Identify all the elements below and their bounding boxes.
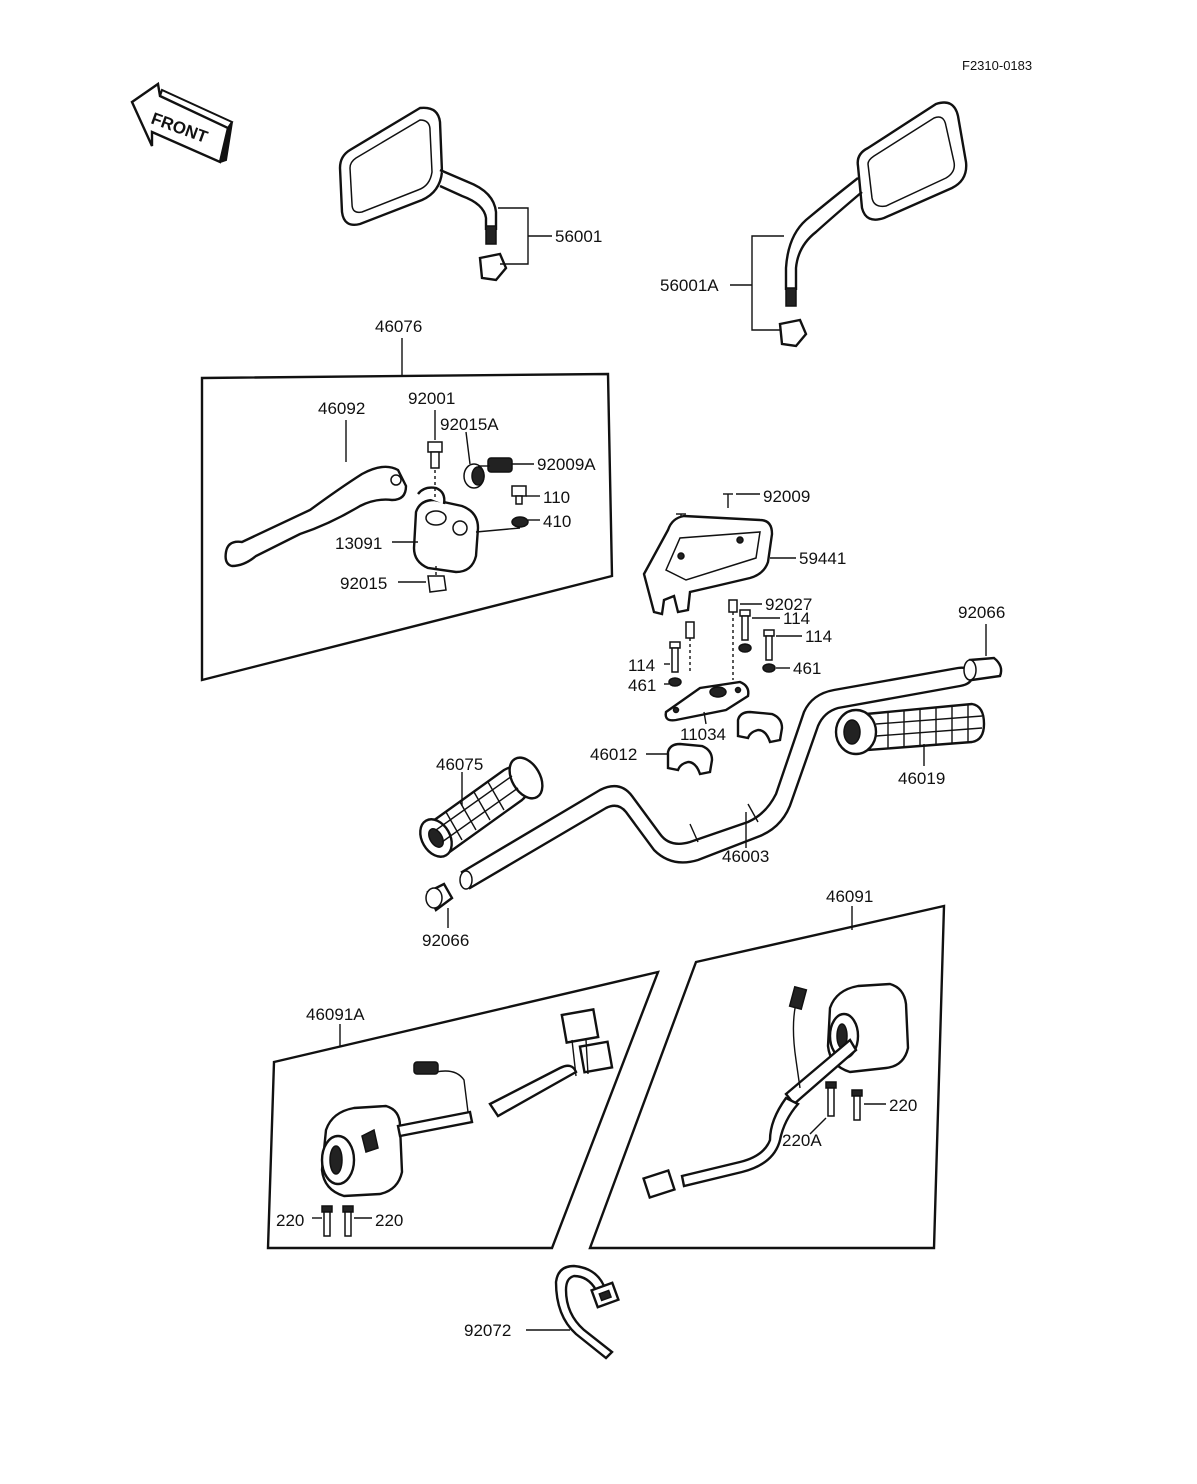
left-grip bbox=[419, 756, 544, 858]
screws-220-left bbox=[321, 1205, 354, 1237]
label-92009: 92009 bbox=[763, 487, 810, 506]
right-mirror bbox=[778, 101, 968, 348]
cover-bracket-11034 bbox=[664, 680, 750, 722]
label-92009A: 92009A bbox=[537, 455, 596, 474]
label-46012: 46012 bbox=[590, 745, 637, 764]
label-114-b: 114 bbox=[805, 627, 832, 646]
bar-end-right bbox=[963, 656, 1003, 682]
lever-bracket bbox=[412, 486, 480, 574]
bar-end-left bbox=[425, 882, 454, 912]
clutch-lever bbox=[224, 465, 408, 568]
label-56001: 56001 bbox=[555, 227, 602, 246]
label-92027: 92027 bbox=[765, 595, 812, 614]
handlebar-holders bbox=[666, 710, 784, 776]
label-13091: 13091 bbox=[335, 534, 382, 553]
washer-410 bbox=[475, 516, 529, 533]
diagram-code: F2310-0183 bbox=[962, 58, 1032, 73]
left-mirror bbox=[338, 106, 508, 282]
label-220-a: 220 bbox=[276, 1211, 304, 1230]
label-46092: 46092 bbox=[318, 399, 365, 418]
label-46075: 46075 bbox=[436, 755, 483, 774]
label-461-a: 461 bbox=[628, 676, 656, 695]
label-92015: 92015 bbox=[340, 574, 387, 593]
bolt-92001 bbox=[427, 441, 443, 500]
label-59441: 59441 bbox=[799, 549, 846, 568]
cable-adjuster-92009A bbox=[478, 457, 513, 473]
nut-92015 bbox=[427, 566, 447, 593]
screws-220-right bbox=[825, 1081, 863, 1121]
label-220-c: 220 bbox=[889, 1096, 917, 1115]
label-56001A: 56001A bbox=[660, 276, 719, 295]
adjuster-nut-92015A bbox=[463, 463, 485, 489]
clutch-lever-assembly-frame bbox=[200, 372, 614, 682]
label-220A: 220A bbox=[782, 1131, 822, 1150]
leader-56001 bbox=[498, 207, 552, 265]
label-11034: 11034 bbox=[680, 725, 726, 744]
label-114-c: 114 bbox=[628, 656, 655, 675]
cable-strap bbox=[554, 1264, 620, 1360]
pin-92027 bbox=[685, 599, 738, 680]
label-461-b: 461 bbox=[793, 659, 821, 678]
right-grip bbox=[834, 702, 986, 756]
leader-56001A bbox=[730, 235, 784, 331]
label-114-a: 114 bbox=[783, 609, 810, 628]
label-92072: 92072 bbox=[464, 1321, 511, 1340]
leader-11034 bbox=[703, 711, 707, 725]
label-46076: 46076 bbox=[375, 317, 422, 336]
label-46019: 46019 bbox=[898, 769, 945, 788]
label-46091A: 46091A bbox=[306, 1005, 365, 1024]
leader-92015A bbox=[465, 431, 471, 465]
label-92015A: 92015A bbox=[440, 415, 499, 434]
label-410: 410 bbox=[543, 512, 571, 531]
label-92066-b: 92066 bbox=[422, 931, 469, 950]
handlebar-cover bbox=[642, 514, 774, 616]
label-110: 110 bbox=[543, 488, 570, 507]
left-handlebar-switch bbox=[320, 1008, 614, 1198]
label-92066-a: 92066 bbox=[958, 603, 1005, 622]
bolts-114 bbox=[668, 609, 776, 687]
label-46003: 46003 bbox=[722, 847, 769, 866]
label-92001: 92001 bbox=[408, 389, 455, 408]
left-switch-frame bbox=[266, 970, 660, 1250]
leader-220A bbox=[809, 1117, 827, 1135]
label-46091: 46091 bbox=[826, 887, 873, 906]
label-220-b: 220 bbox=[375, 1211, 403, 1230]
front-arrow-icon: FRONT bbox=[130, 81, 234, 164]
right-switch-frame bbox=[588, 904, 946, 1250]
bolt-110 bbox=[511, 485, 527, 505]
right-handlebar-switch bbox=[642, 982, 910, 1200]
